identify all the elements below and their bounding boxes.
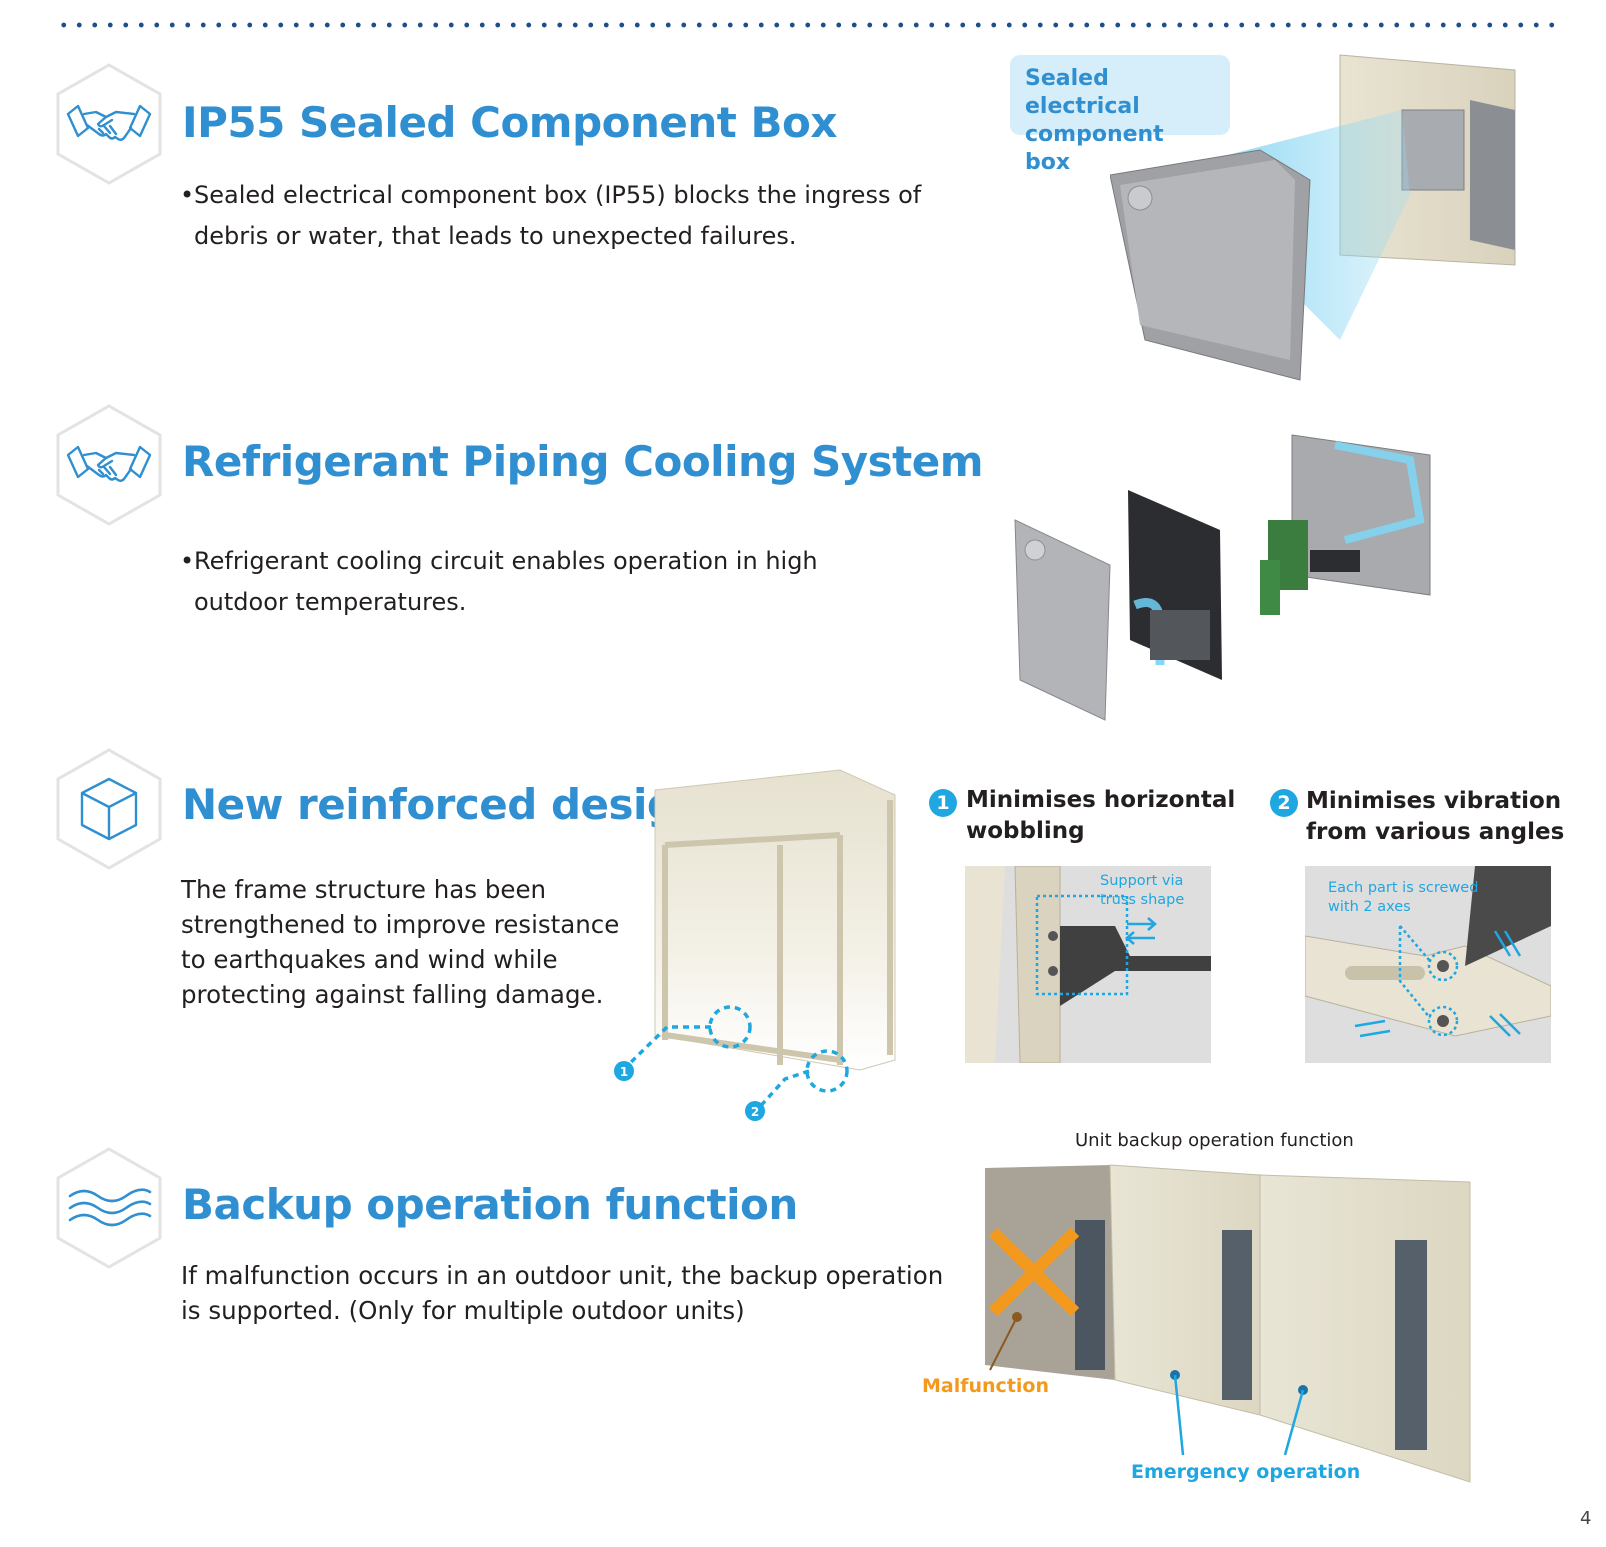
section-title: Refrigerant Piping Cooling System	[182, 437, 984, 486]
section-title: New reinforced design	[182, 780, 706, 829]
body-line: to earthquakes and wind while	[181, 945, 558, 974]
callout-label: Sealed electrical component box	[1010, 55, 1230, 175]
body-line: The frame structure has been	[181, 875, 547, 904]
feature-heading-line: Minimises horizontal	[966, 787, 1236, 813]
bullet-marker: •	[180, 181, 195, 209]
handshake-icon	[54, 403, 164, 527]
bullet-marker: •	[180, 547, 195, 575]
body-line: protecting against falling damage.	[181, 980, 604, 1009]
section-title: Backup operation function	[182, 1180, 798, 1229]
body-line: Refrigerant cooling circuit enables oper…	[194, 547, 818, 575]
feature-heading: Minimises vibration from various angles	[1306, 786, 1564, 848]
feature-heading-line: Minimises vibration	[1306, 788, 1562, 814]
feature-heading: Minimises horizontal wobbling	[966, 785, 1235, 847]
component-box-illustration	[1110, 54, 1516, 381]
feature-note-line: Support via	[1100, 873, 1184, 889]
body-line: strengthened to improve resistance	[181, 910, 620, 939]
outdoor-units-illustration	[985, 1164, 1471, 1483]
feature-heading-line: from various angles	[1306, 819, 1565, 845]
waves-icon	[54, 1146, 164, 1270]
page-number: 4	[1580, 1508, 1592, 1529]
section-body: •Refrigerant cooling circuit enables ope…	[180, 541, 818, 623]
body-line: If malfunction occurs in an outdoor unit…	[181, 1261, 944, 1290]
screw-detail-image: Each part is screwed with 2 axes	[1305, 866, 1551, 1063]
section-body: The frame structure has been strengthene…	[181, 872, 619, 1012]
feature-number-badge: 2	[1270, 789, 1298, 817]
callout-line: Sealed electrical	[1025, 66, 1140, 119]
section-body: •Sealed electrical component box (IP55) …	[180, 175, 921, 257]
body-line: Sealed electrical component box (IP55) b…	[194, 181, 922, 209]
callout-line: component box	[1025, 122, 1164, 175]
feature-number-badge: 1	[929, 789, 957, 817]
handshake-icon	[54, 62, 164, 186]
body-line: is supported. (Only for multiple outdoor…	[181, 1296, 745, 1325]
feature-note-line: Each part is screwed	[1328, 880, 1479, 896]
malfunction-label: Malfunction	[922, 1375, 1049, 1397]
section-title: IP55 Sealed Component Box	[182, 98, 837, 147]
feature-note-line: truss shape	[1100, 892, 1185, 908]
body-line: debris or water, that leads to unexpecte…	[194, 222, 797, 250]
cube-icon	[54, 747, 164, 871]
cooling-system-illustration	[1014, 434, 1431, 721]
frame-structure-illustration: 1 2	[614, 769, 896, 1121]
dotted-divider	[56, 20, 1556, 30]
feature-note-line: with 2 axes	[1328, 899, 1411, 915]
emergency-operation-label: Emergency operation	[1131, 1461, 1361, 1483]
truss-detail-image: Support via truss shape	[965, 866, 1211, 1063]
feature-note: Support via truss shape	[1100, 872, 1184, 910]
svg-text:2: 2	[751, 1105, 759, 1119]
body-line: outdoor temperatures.	[194, 588, 467, 616]
section-body: If malfunction occurs in an outdoor unit…	[181, 1258, 943, 1328]
feature-heading-line: wobbling	[966, 818, 1085, 844]
figure-caption: Unit backup operation function	[1075, 1130, 1354, 1151]
feature-note: Each part is screwed with 2 axes	[1328, 879, 1478, 917]
svg-text:1: 1	[620, 1065, 628, 1079]
